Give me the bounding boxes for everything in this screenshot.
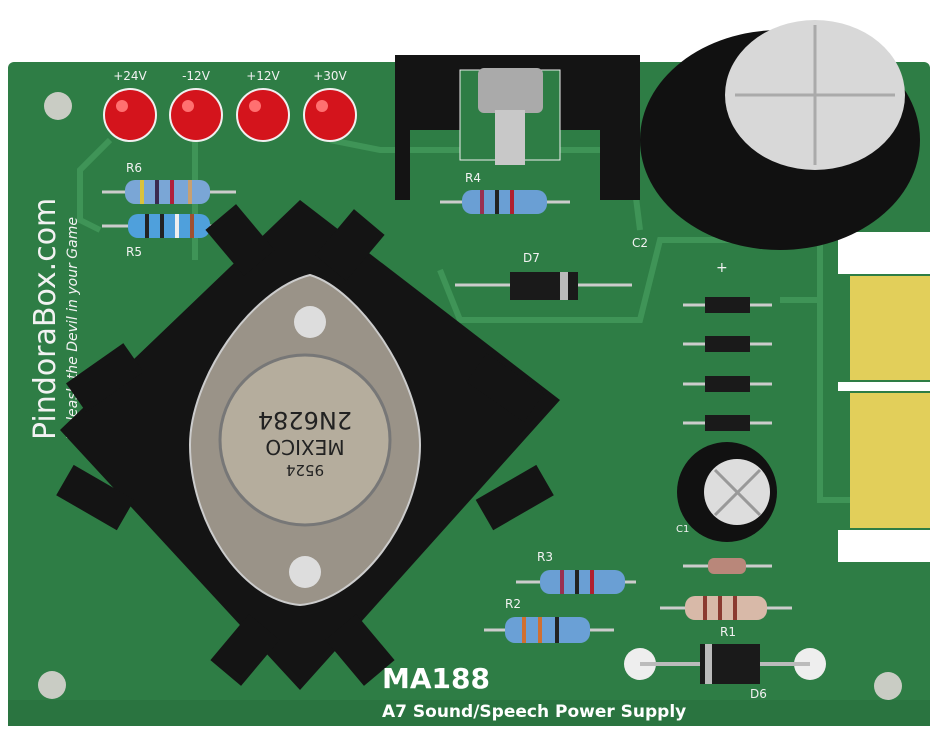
- diode-d6: D6: [624, 644, 826, 701]
- c2-polarity: +: [716, 260, 728, 276]
- transistor-origin: MEXICO: [265, 435, 344, 459]
- edge-cutout: [838, 530, 937, 562]
- diode-array: [683, 297, 772, 431]
- led-label: +12V: [246, 69, 280, 83]
- resistor-r2: R2: [484, 597, 614, 643]
- r5-label: R5: [126, 245, 142, 259]
- transistor-2n6284: 9524 MEXICO 2N6284: [188, 273, 422, 607]
- diode-d7: D7: [455, 251, 632, 300]
- gold-finger: [850, 393, 930, 528]
- r6-label: R6: [126, 161, 142, 175]
- r4-label: R4: [465, 171, 481, 185]
- led-highlight: [116, 100, 128, 112]
- mounting-hole: [44, 92, 72, 120]
- mounting-hole: [874, 672, 902, 700]
- capacitor-c2: C2 +: [632, 20, 920, 276]
- regulator: [395, 55, 640, 200]
- transistor-part: 2N6284: [258, 406, 352, 434]
- led-row: +24V -12V +12V +30V: [103, 69, 357, 142]
- board-title: MA188: [382, 662, 490, 695]
- brand-block: PindoraBox.com Unleash the Devil in your…: [28, 198, 81, 440]
- led-highlight: [249, 100, 261, 112]
- led-label: +30V: [313, 69, 347, 83]
- resistor-r6: R6: [102, 161, 236, 204]
- resistor-r1: R1: [660, 596, 792, 639]
- board-subtitle: A7 Sound/Speech Power Supply: [382, 702, 686, 722]
- led-highlight: [182, 100, 194, 112]
- gold-finger: [850, 276, 930, 380]
- brand-text: PindoraBox.com: [28, 198, 63, 440]
- tagline-text: Unleash the Devil in your Game: [65, 217, 81, 440]
- edge-cutout: [838, 232, 937, 274]
- resistor-r4: R4: [440, 171, 570, 214]
- d7-label: D7: [523, 251, 540, 265]
- led-24v: [103, 88, 157, 142]
- edge-cutout: [838, 382, 937, 391]
- led-12v: [236, 88, 290, 142]
- resistor-r3: R3: [516, 550, 636, 594]
- capacitor-c1: C1: [676, 442, 777, 542]
- led-label: +24V: [113, 69, 147, 83]
- led-30v: [303, 88, 357, 142]
- resistor-r5: R5: [102, 214, 236, 259]
- led-highlight: [316, 100, 328, 112]
- c2-label: C2: [632, 236, 648, 250]
- board-edge: [8, 700, 930, 726]
- transistor-code: 9524: [286, 461, 324, 479]
- r2-label: R2: [505, 597, 521, 611]
- led-label: -12V: [182, 69, 211, 83]
- r1-label: R1: [720, 625, 736, 639]
- c1-label: C1: [676, 524, 689, 535]
- diode-d5: [683, 558, 772, 574]
- mounting-hole: [38, 671, 66, 699]
- r3-label: R3: [537, 550, 553, 564]
- led-minus12v: [169, 88, 223, 142]
- d6-label: D6: [750, 687, 767, 701]
